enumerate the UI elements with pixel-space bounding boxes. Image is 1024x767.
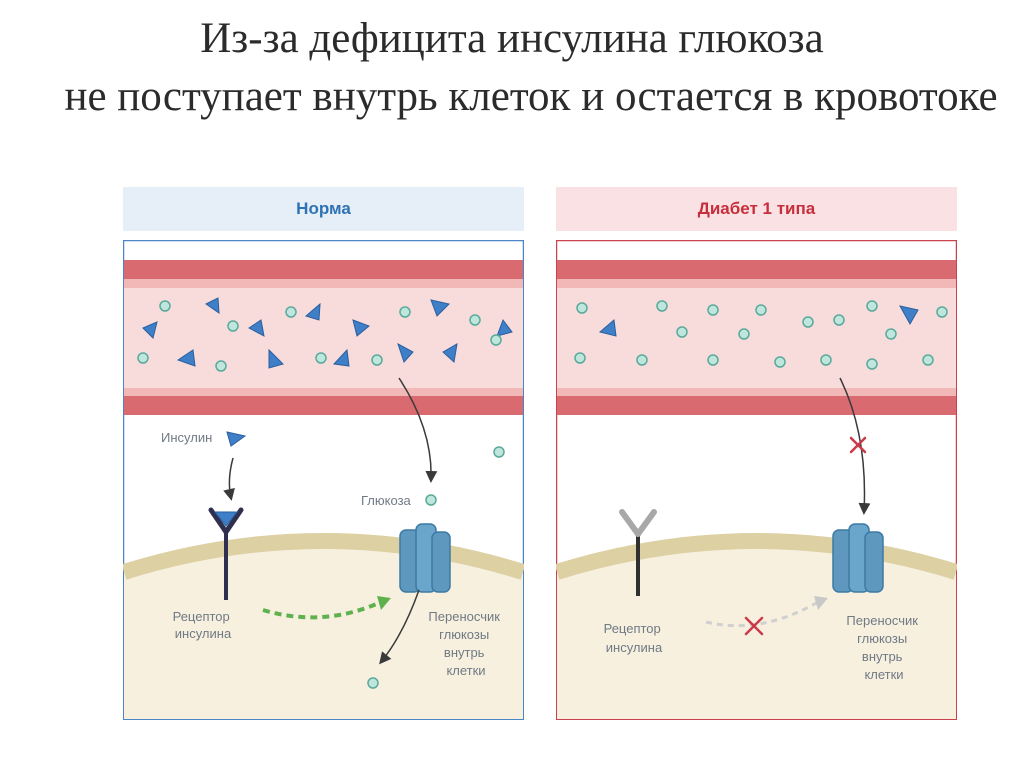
blocked-x-icon [744,616,764,636]
diabetes-panel: Рецептор инсулина Переносчик глюкозы вну… [556,240,957,720]
blocked-x-icon [849,436,867,454]
insulin-receptor [619,509,657,596]
diabetes-panel-header: Диабет 1 типа [556,187,957,231]
blood-vessel [124,260,523,415]
glucose-label: Глюкоза [361,493,412,508]
glucose-molecules [574,300,948,370]
glucose-transporter [832,523,884,593]
title-line-1: Из-за дефицита инсулина глюкоза [200,15,824,62]
receptor-label: Рецептор инсулина [604,621,665,655]
insulin-icon [226,431,247,447]
transporter-label: Переносчик глюкозы внутрь клетки [846,613,921,682]
insulin-molecules [598,305,919,337]
glucose-molecule [493,446,505,458]
insulin-label: Инсулин [161,430,212,445]
insulin-molecules [142,297,513,369]
insulin-binding-arrow [223,457,235,501]
glucose-path-arrow [398,377,438,483]
signal-arrow [262,596,391,620]
glucose-molecule [367,677,379,689]
glucose-path-arrow [839,377,871,515]
normal-panel-header: Норма [123,187,524,231]
receptor-label: Рецептор инсулина [173,609,234,641]
glucose-icon [425,494,437,506]
slide-title: Из-за дефицита инсулина глюкоза не посту… [0,10,1024,126]
glucose-entry-arrow [379,589,420,665]
signal-arrow [705,596,828,628]
glucose-transporter [399,523,451,593]
insulin-receptor [208,507,244,600]
blood-vessel [557,260,956,415]
normal-panel: Инсулин Глюкоза Рецептор инсулина Перено… [123,240,524,720]
title-line-2: не поступает внутрь клеток и остается в … [64,73,998,120]
glucose-molecules [137,300,502,372]
transporter-label: Переносчик глюкозы внутрь клетки [428,609,503,678]
